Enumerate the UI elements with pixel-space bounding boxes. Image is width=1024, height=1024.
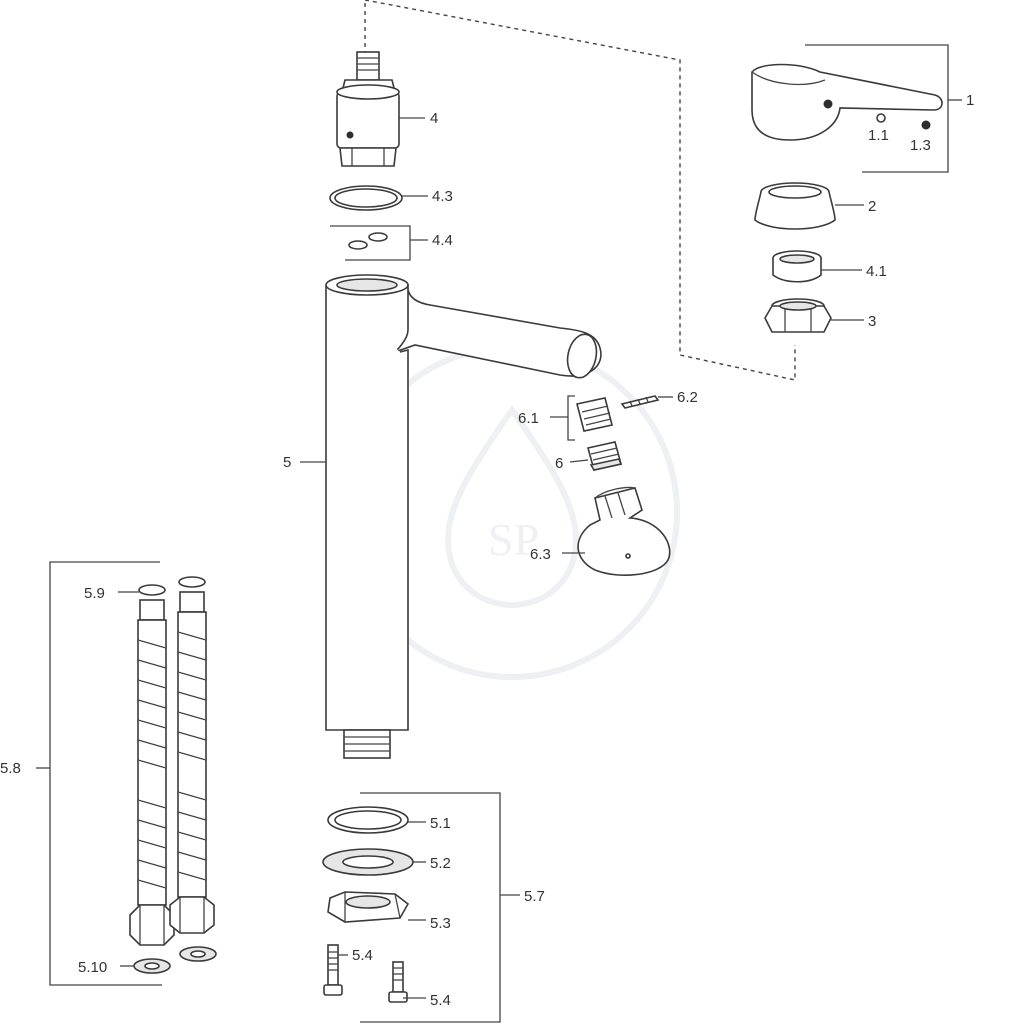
seals-part-4-4 [348, 232, 388, 250]
label-4-1: 4.1 [866, 263, 887, 280]
label-5-4-top: 5.4 [352, 947, 373, 964]
bolt-part-5-4-left [323, 944, 343, 996]
ring-part-5-9 [138, 584, 166, 596]
cartridge-part-4 [336, 51, 400, 167]
label-3: 3 [868, 313, 876, 330]
label-5-10: 5.10 [78, 959, 107, 976]
label-5-3: 5.3 [430, 915, 451, 932]
ring-nut-part-4-1 [772, 250, 822, 283]
spout-cover-part-6-3 [577, 486, 671, 576]
hex-nut-part-3 [764, 298, 832, 333]
assembly-guide-dashed [364, 0, 796, 381]
supply-hoses-part-5-8 [129, 576, 217, 974]
screw-part-1-1 [876, 113, 886, 123]
label-4-3: 4.3 [432, 188, 453, 205]
label-5-8: 5.8 [0, 760, 21, 777]
label-6: 6 [555, 455, 563, 472]
cover-cap-part-2 [754, 182, 836, 230]
mounting-plate-part-5-3 [327, 891, 410, 923]
lever-handle-part-1 [751, 63, 943, 141]
label-1-3: 1.3 [910, 137, 931, 154]
label-2: 2 [868, 198, 876, 215]
bolt-part-5-4-right [388, 961, 408, 1003]
label-4-4: 4.4 [432, 232, 453, 249]
label-5: 5 [283, 454, 291, 471]
label-5-1: 5.1 [430, 815, 451, 832]
label-5-4-bottom: 5.4 [430, 992, 451, 1009]
label-6-2: 6.2 [677, 389, 698, 406]
label-4: 4 [430, 110, 438, 127]
label-6-1: 6.1 [518, 410, 539, 427]
watermark-text: SP [488, 514, 539, 565]
pin-part-6-2 [620, 395, 660, 409]
aerator-insert-part-6 [587, 441, 623, 471]
label-5-2: 5.2 [430, 855, 451, 872]
aerator-housing-part-6-1 [576, 397, 613, 432]
label-6-3: 6.3 [530, 546, 551, 563]
label-5-9: 5.9 [84, 585, 105, 602]
cap-part-1-3 [921, 120, 931, 130]
label-1: 1 [966, 92, 974, 109]
label-5-7: 5.7 [524, 888, 545, 905]
faucet-body-part-5 [325, 274, 602, 759]
label-1-1: 1.1 [868, 127, 889, 144]
